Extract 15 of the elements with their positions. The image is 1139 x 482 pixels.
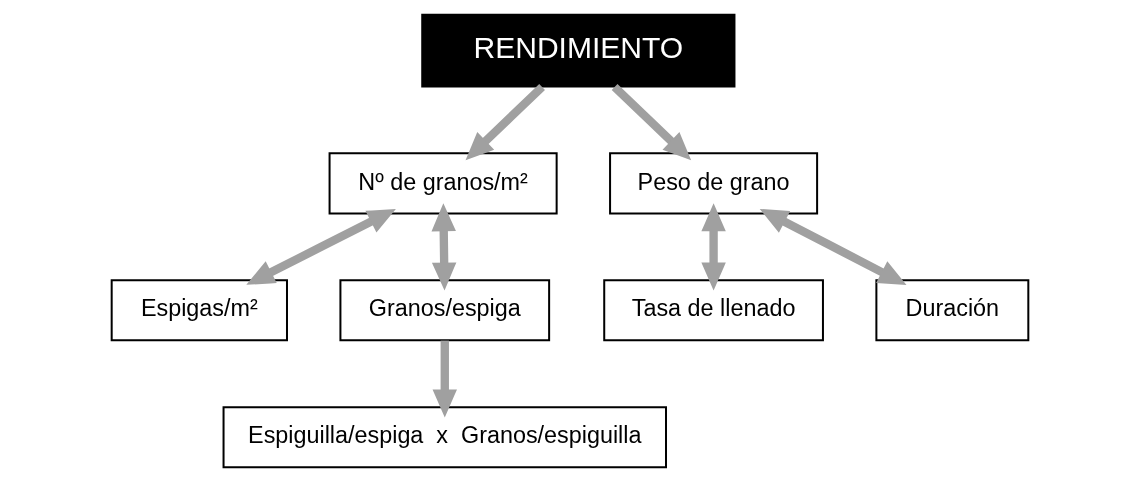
- node-box: Peso de grano: [608, 152, 818, 215]
- node-box: Espigas/m²: [110, 279, 288, 342]
- node-box: Granos/espiga: [338, 279, 550, 342]
- arrow: [700, 203, 726, 291]
- arrow: [245, 209, 396, 285]
- arrow: [432, 340, 457, 418]
- node-box: Tasa de llenado: [602, 279, 824, 342]
- arrow: [611, 84, 691, 161]
- node-box: RENDIMIENTO: [420, 13, 735, 88]
- arrow: [759, 208, 906, 285]
- arrow: [465, 84, 545, 161]
- node-box: Espiguilla/espiga x Granos/espiguilla: [222, 406, 667, 469]
- node-box: Duración: [874, 279, 1029, 342]
- node-box: Nº de granos/m²: [328, 152, 558, 215]
- arrow: [431, 203, 456, 291]
